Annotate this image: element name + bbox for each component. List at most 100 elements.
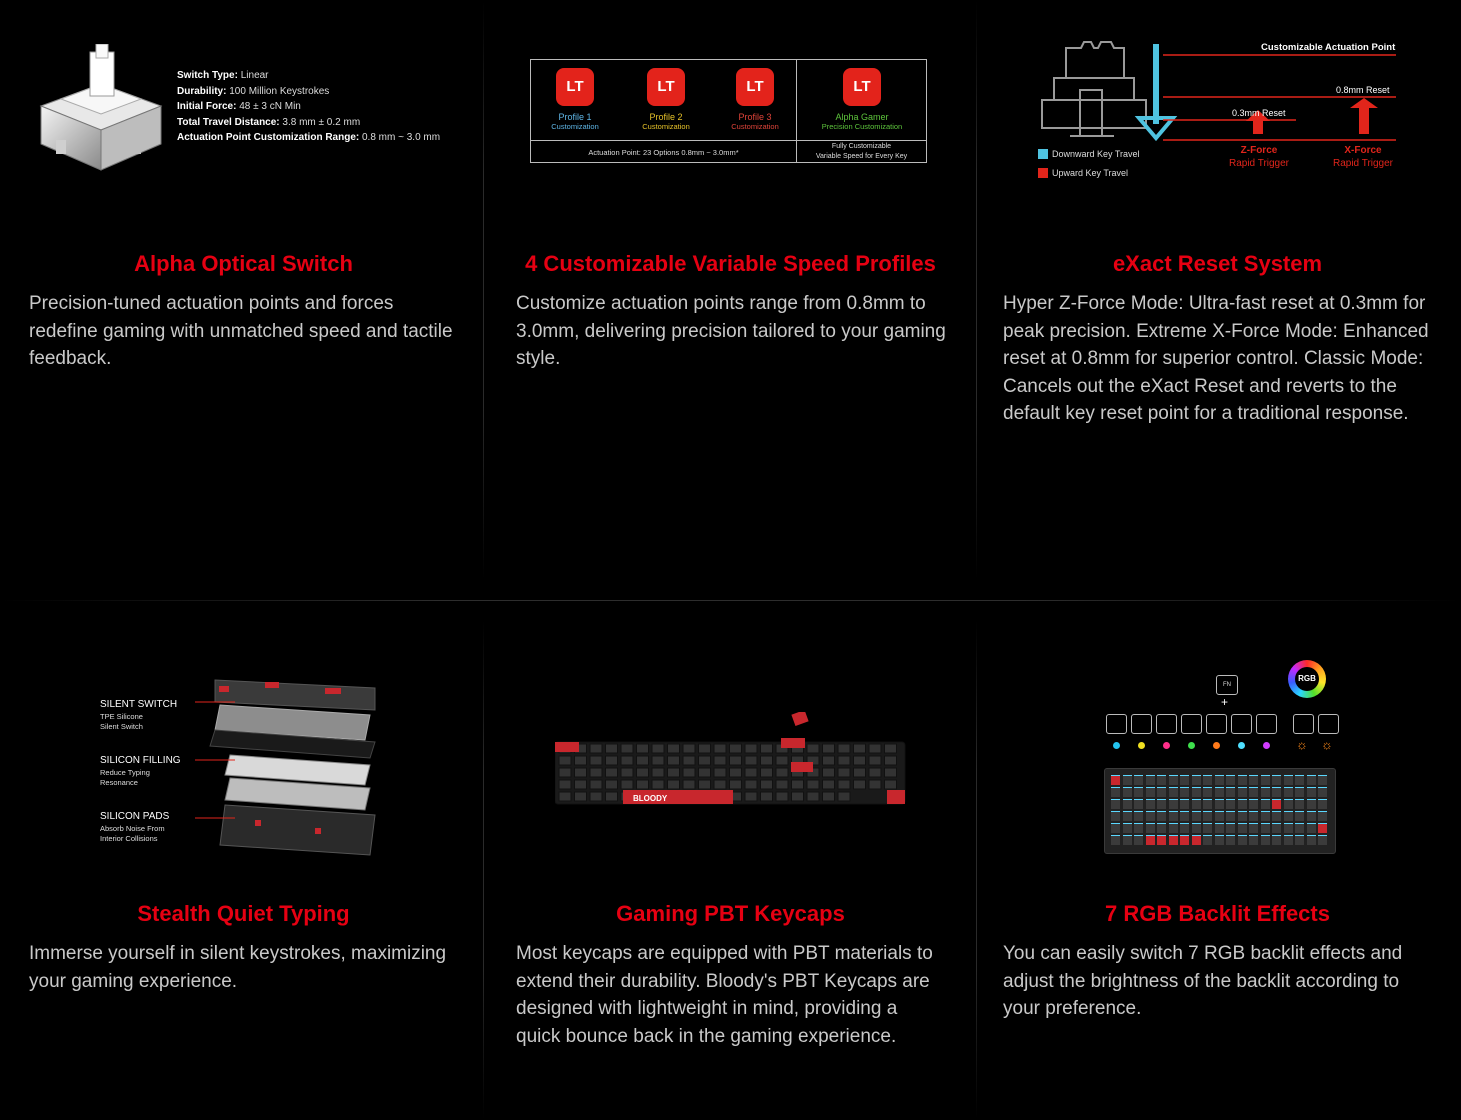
keyboard-key: [1111, 775, 1120, 785]
switch-spec-list: Switch Type: Linear Durability: 100 Mill…: [177, 68, 440, 146]
legend-swatch-blue: [1038, 149, 1048, 159]
keyboard-key: [1318, 835, 1327, 845]
badge-text: LT: [566, 78, 584, 95]
keycap: [760, 767, 773, 778]
profiles-panel: LT Profile 1 Customization LT Profile 2 …: [530, 59, 927, 163]
keyboard-key: [1134, 775, 1143, 785]
keycap: [620, 767, 634, 778]
z-force-sub: Rapid Trigger: [1228, 158, 1290, 169]
variable-speed-text: Fully Customizable Variable Speed for Ev…: [797, 142, 926, 161]
keycap: [682, 779, 696, 790]
profile-item-1[interactable]: LT Profile 1 Customization: [543, 68, 607, 131]
keycap: [620, 743, 634, 754]
keyboard-key: [1134, 811, 1143, 821]
legend-swatch-red: [1038, 168, 1048, 178]
keyboard-key: [1226, 775, 1235, 785]
keycap: [868, 743, 882, 754]
keyboard-key: [1145, 811, 1155, 821]
keyboard-key: [1272, 811, 1281, 821]
keyboard-key: [1283, 823, 1293, 833]
keycap: [837, 743, 851, 754]
column-divider-1: [483, 0, 484, 580]
keycap: [574, 791, 587, 802]
keyboard-key: [1111, 823, 1120, 833]
keyboard-key: [1180, 811, 1189, 821]
spec-value: 0.8 mm ~ 3.0 mm: [362, 132, 441, 143]
keycap: [698, 767, 711, 778]
layer-case: [219, 804, 376, 856]
keyboard-key: [1214, 811, 1224, 821]
keyboard-key: [1191, 811, 1201, 821]
keyboard-key: [1214, 799, 1224, 809]
keycap: [760, 755, 773, 766]
keycap: [667, 767, 680, 778]
keycap: [791, 779, 804, 790]
keycap: [837, 755, 851, 766]
x-force-title: X-Force: [1344, 145, 1382, 156]
color-dot: [1238, 742, 1245, 749]
keyboard-key: [1157, 823, 1166, 833]
keycap: [589, 767, 603, 778]
keyboard-key: [1122, 775, 1132, 785]
rgb-keyboard-image: [1104, 768, 1336, 854]
lt-badge-icon: LT: [556, 68, 594, 106]
keycap: [636, 767, 649, 778]
keycap: [853, 755, 866, 766]
keyboard-key: [1180, 799, 1189, 809]
spec-label: Total Travel Distance:: [177, 116, 280, 128]
keyboard-key: [1295, 811, 1304, 821]
keyboard-key: [1249, 835, 1258, 845]
keyboard-key: [1203, 823, 1212, 833]
keycap: [589, 755, 603, 766]
keyboard-key: [1203, 835, 1212, 845]
layer-plate: [209, 729, 376, 759]
keyboard-key: [1180, 823, 1189, 833]
plus-sign: +: [1221, 695, 1229, 709]
keycaps-set-image: BLOODY: [555, 712, 906, 805]
color-dot: [1213, 742, 1220, 749]
keyboard-key: [1318, 775, 1327, 785]
keyboard-key: [1134, 823, 1143, 833]
keycap: [868, 767, 882, 778]
keyboard-key: [1237, 787, 1247, 797]
keycap: [884, 755, 897, 766]
feature-title: Alpha Optical Switch: [134, 251, 353, 276]
layer-sub2: Interior Collisions: [100, 834, 158, 843]
color-dot: [1263, 742, 1270, 749]
feature-description: Precision-tuned actuation points and for…: [29, 293, 453, 369]
keyboard-key: [1168, 787, 1178, 797]
profile-name: Profile 2: [649, 112, 683, 122]
keycap: [806, 743, 820, 754]
keycap: [744, 755, 758, 766]
keyboard-key: [1191, 823, 1201, 833]
effect-key-icon: [1318, 714, 1339, 734]
profile-item-alpha-gamer[interactable]: LT Alpha Gamer Precision Customization: [803, 68, 921, 131]
keyboard-key: [1249, 799, 1258, 809]
keyboard-key: [1134, 835, 1143, 845]
keycap: [760, 743, 773, 754]
keyboard-key: [1295, 823, 1304, 833]
badge-text: LT: [657, 78, 675, 95]
profile-item-3[interactable]: LT Profile 3 Customization: [723, 68, 787, 131]
keyboard-key: [1191, 799, 1201, 809]
lt-badge-icon: LT: [647, 68, 685, 106]
keyboard-key: [1145, 775, 1155, 785]
keycap: [775, 767, 789, 778]
keycap: [822, 791, 835, 802]
keyboard-key: [1214, 823, 1224, 833]
switch-outline-icon: [1041, 41, 1147, 137]
keyboard-key: [1295, 775, 1304, 785]
keyboard-key: [1249, 823, 1258, 833]
color-dot: [1113, 742, 1120, 749]
profiles-divider: [796, 60, 797, 162]
keycap: [651, 755, 665, 766]
keycap: [868, 755, 882, 766]
keyboard-key: [1134, 787, 1143, 797]
keyboard-key: [1226, 835, 1235, 845]
keyboard-key: [1168, 811, 1178, 821]
keyboard-key: [1180, 775, 1189, 785]
keycap: [822, 755, 835, 766]
layer-sub2: Resonance: [100, 778, 138, 787]
effect-key-icon: [1293, 714, 1314, 734]
profile-item-2[interactable]: LT Profile 2 Customization: [634, 68, 698, 131]
